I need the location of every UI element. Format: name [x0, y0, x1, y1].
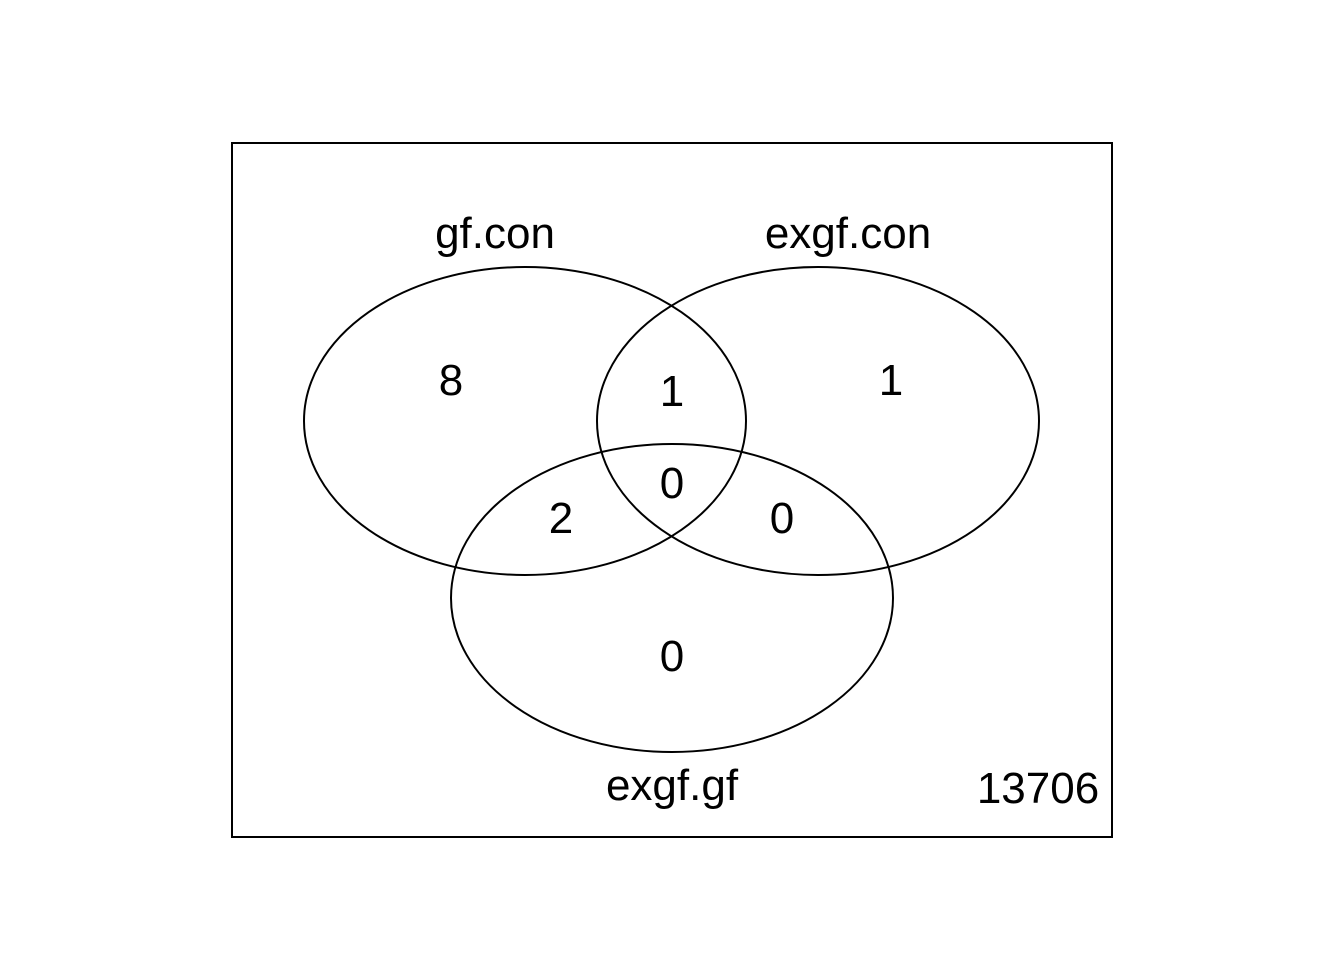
universe-box	[231, 142, 1113, 838]
set-c-ellipse	[450, 443, 894, 753]
count-ab: 1	[660, 367, 684, 416]
set-a-label: gf.con	[435, 209, 555, 258]
count-abc: 0	[660, 459, 684, 508]
set-c-label: exgf.gf	[606, 761, 739, 810]
set-b-label: exgf.con	[765, 209, 931, 258]
count-ac: 2	[549, 494, 573, 543]
count-bc: 0	[770, 494, 794, 543]
count-a-only: 8	[439, 356, 463, 405]
count-b-only: 1	[879, 356, 903, 405]
count-c-only: 0	[660, 632, 684, 681]
set-b-ellipse	[596, 266, 1040, 576]
count-outside: 13706	[977, 764, 1099, 813]
set-a-ellipse	[303, 266, 747, 576]
